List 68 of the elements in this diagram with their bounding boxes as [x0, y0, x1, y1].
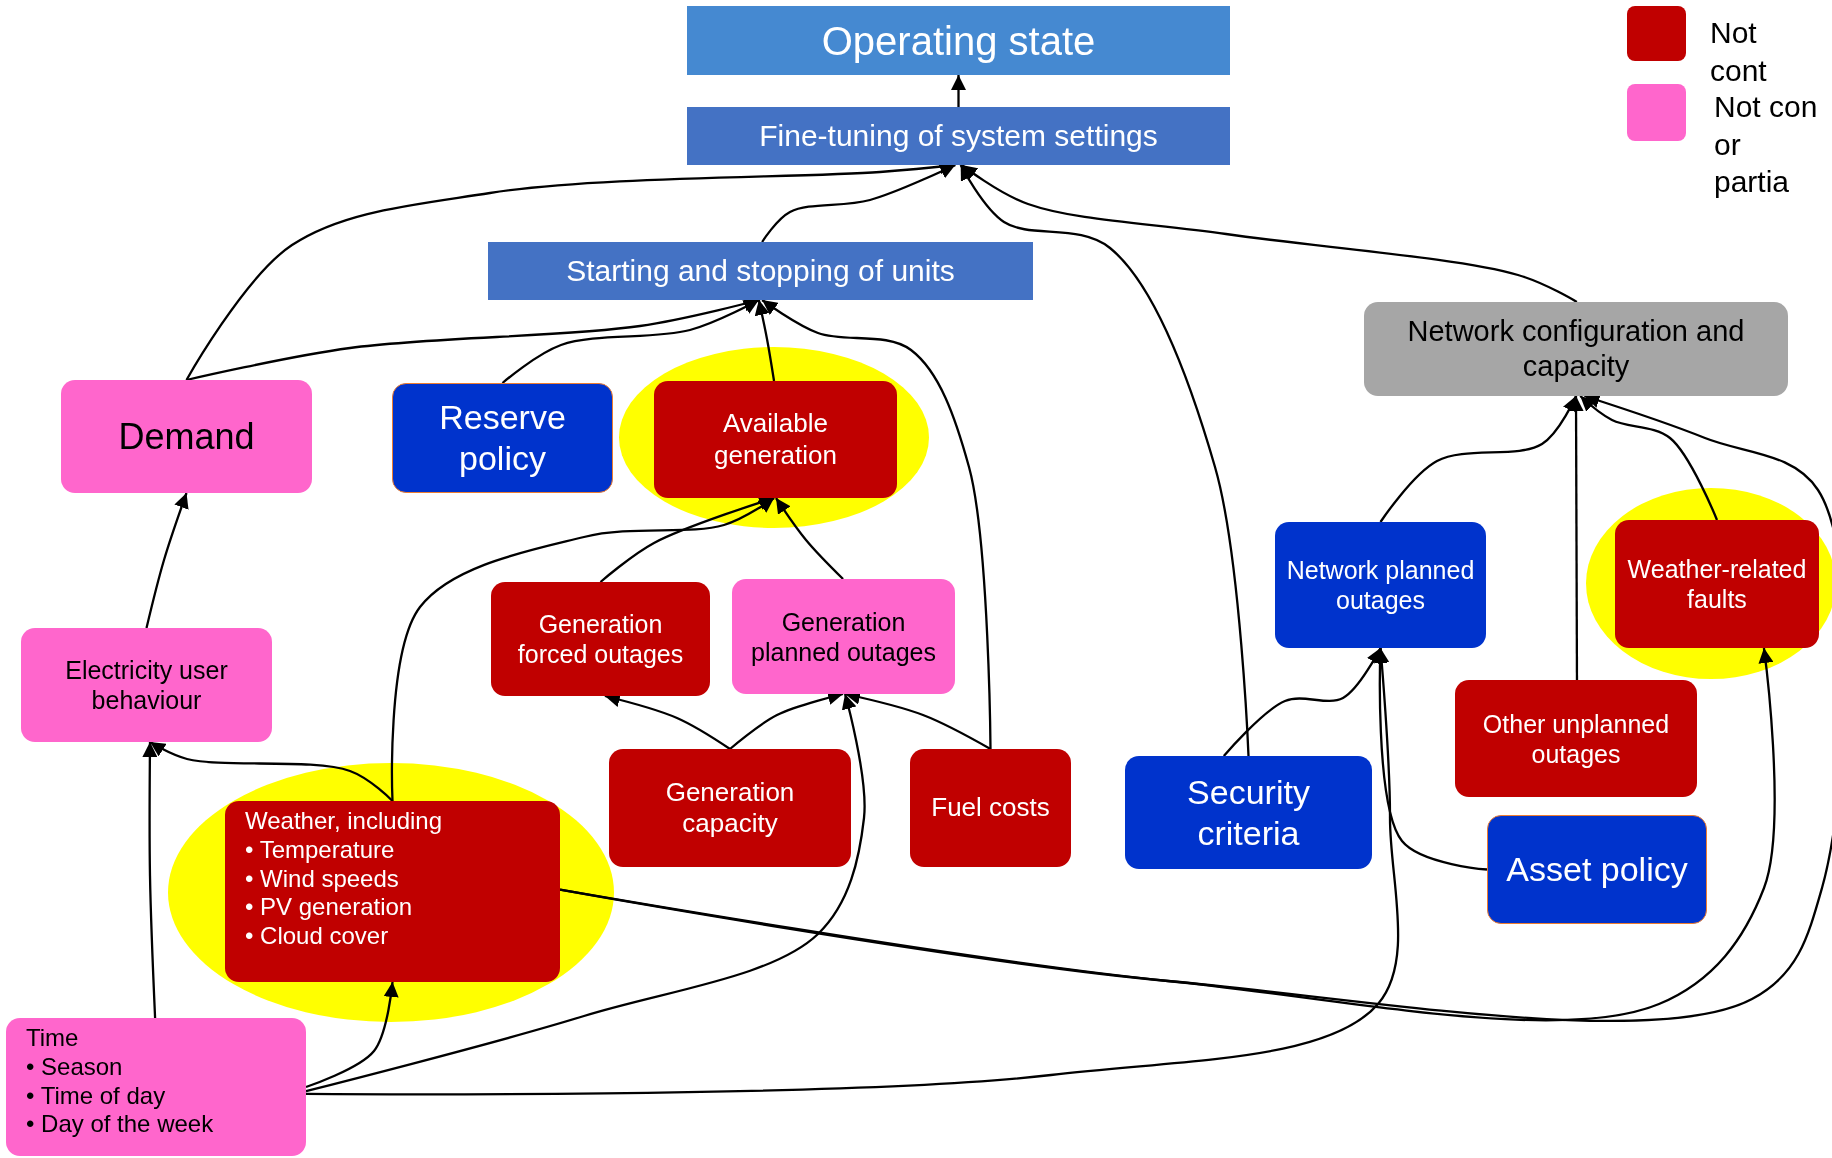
rounded-box: [1487, 815, 1707, 924]
list-item: • Season: [26, 1052, 124, 1082]
node-label: Network configuration and capacity: [1406, 314, 1746, 384]
rounded-box: [1364, 302, 1788, 396]
arrow: [951, 75, 966, 107]
arrow: [961, 164, 1578, 303]
node-heading: Weather, including: [245, 807, 442, 836]
node-label: Security criteria: [1186, 771, 1311, 854]
arrow: [501, 299, 760, 384]
process-box: [488, 242, 1033, 300]
node-label: Other unplanned outages: [1481, 708, 1671, 769]
node-label: Operating state: [821, 17, 1096, 65]
node-label: Generation capacity: [664, 776, 796, 840]
legend-label: Not cont: [1710, 15, 1768, 89]
arrow: [761, 163, 956, 243]
arrow: [1579, 395, 1719, 521]
arrow: [761, 299, 992, 749]
list-item: • Day of the week: [26, 1110, 214, 1140]
rounded-box: [1615, 520, 1819, 648]
node-label: Weather-related faults: [1626, 554, 1808, 614]
rounded-box: [61, 380, 312, 493]
arrow: [1372, 647, 1488, 871]
list-item: • Time of day: [26, 1081, 167, 1111]
arrow: [390, 497, 775, 802]
rounded-box: [491, 582, 710, 696]
rounded-box: [654, 381, 897, 498]
arrow: [305, 693, 866, 1093]
arrow: [1379, 395, 1578, 523]
arrow: [1222, 647, 1382, 757]
node-label: Available generation: [713, 408, 838, 471]
node-label: Electricity user behaviour: [64, 655, 229, 715]
rounded-box: [910, 749, 1071, 867]
rounded-box: [392, 383, 613, 493]
arrow: [145, 492, 189, 629]
process-box: [687, 6, 1230, 75]
arrow: [305, 981, 399, 1089]
rounded-box: [225, 801, 560, 982]
node-label: Demand: [118, 414, 255, 459]
node-label: Fine-tuning of system settings: [759, 118, 1158, 154]
arrow: [754, 299, 776, 382]
list-item: • Wind speeds: [245, 864, 400, 894]
arrow: [1568, 396, 1584, 680]
list-item: • PV generation: [245, 893, 413, 923]
arrow: [142, 742, 158, 1019]
arrow: [149, 741, 394, 802]
rounded-box: [1455, 680, 1697, 797]
list-item: • Cloud cover: [245, 922, 390, 951]
legend-label: Not con or partia: [1714, 89, 1819, 200]
rounded-box: [1275, 522, 1486, 648]
rounded-box: [6, 1018, 306, 1156]
arrow: [775, 497, 844, 580]
list-item: • Temperature: [245, 835, 396, 865]
node-label: Starting and stopping of units: [566, 253, 955, 289]
node-label: Asset policy: [1506, 849, 1688, 890]
process-box: [687, 107, 1230, 165]
rounded-box: [21, 628, 272, 742]
node-heading: Time: [26, 1024, 79, 1053]
node-label: Generation forced outages: [516, 609, 685, 669]
rounded-box: [732, 579, 955, 694]
rounded-box: [1125, 756, 1372, 869]
node-label: Network planned outages: [1285, 555, 1476, 615]
arrow: [599, 495, 775, 583]
arrow: [559, 393, 1832, 1023]
node-label: Generation planned outages: [750, 606, 937, 667]
arrow: [959, 164, 1250, 757]
node-label: Reserve policy: [438, 397, 567, 479]
node-label: Fuel costs: [931, 792, 1050, 824]
rounded-box: [609, 749, 851, 867]
